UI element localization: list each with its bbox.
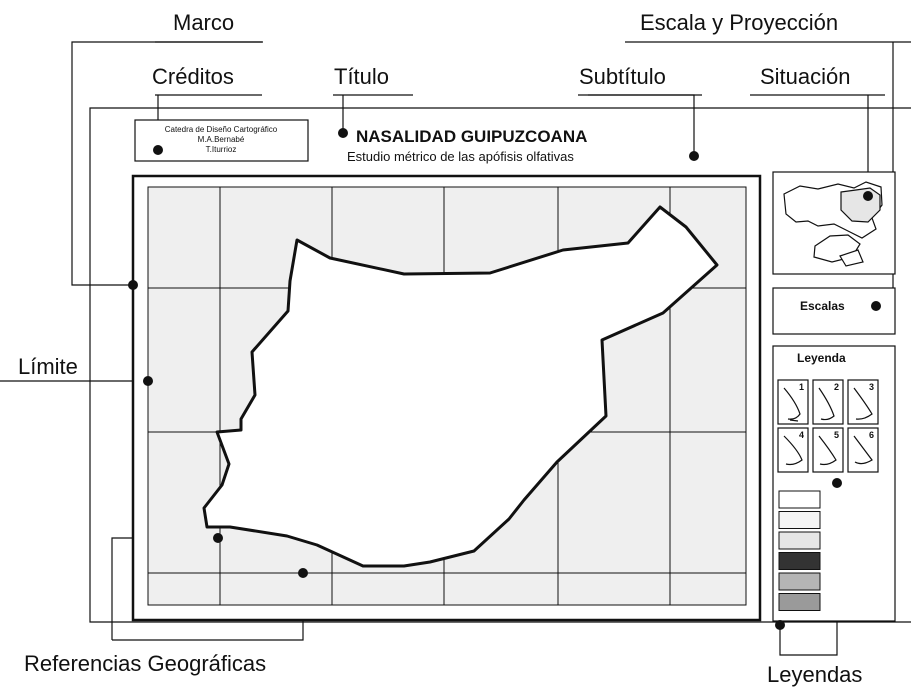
legend-swatch-6 [778,593,821,611]
dot-leyenda-icons [832,478,842,488]
legend-icon-5 [812,427,844,473]
dot-escalas [871,301,881,311]
leyenda-label: Leyenda [797,351,846,365]
legend-swatch-5 [778,572,821,591]
label-limite: Límite [18,354,78,379]
legend-num-2: 2 [834,382,839,392]
map-title: NASALIDAD GUIPUZCOANA [356,127,587,146]
legend-num-6: 6 [869,430,874,440]
label-creditos: Créditos [152,64,234,89]
legend-icon-6 [847,427,879,473]
leader-marco [71,41,263,286]
legend-swatch-4 [778,552,821,570]
label-titulo: Título [334,64,389,89]
legend-swatch-2 [778,511,821,529]
legend-num-5: 5 [834,430,839,440]
label-leyendas: Leyendas [767,662,862,687]
leader-subtitulo [588,94,695,156]
dot-referencias-2 [298,568,308,578]
dot-situacion [863,191,873,201]
label-situacion: Situación [760,64,851,89]
escalas-label: Escalas [800,299,845,313]
legend-icons: 1 2 3 4 5 6 [777,379,879,473]
dot-limite [143,376,153,386]
province-boundary [202,205,719,568]
leader-dots [128,128,881,630]
legend-icon-3 [847,379,879,425]
map-subtitle: Estudio métrico de las apófisis olfativa… [347,149,574,164]
escalas-box [772,287,896,335]
credits-line-2: M.A.Bernabé [198,135,245,144]
dot-subtitulo [689,151,699,161]
legend-swatch-3 [778,531,821,550]
legend-swatches [778,490,821,611]
legend-icon-1 [777,379,809,425]
legend-num-4: 4 [799,430,804,440]
credits-line-1: Catedra de Diseño Cartográfico [165,125,278,134]
legend-num-1: 1 [799,382,804,392]
label-marco: Marco [173,10,234,35]
legend-swatch-1 [778,490,821,509]
label-subtitulo: Subtítulo [579,64,666,89]
dot-creditos [153,145,163,155]
dot-referencias-1 [213,533,223,543]
label-escala-proyeccion: Escala y Proyección [640,10,838,35]
legend-num-3: 3 [869,382,874,392]
dot-leyendas [775,620,785,630]
dot-marco [128,280,138,290]
credits-line-3: T.Iturrioz [206,145,237,154]
credits-box [134,119,309,162]
label-referencias: Referencias Geográficas [24,651,266,676]
sheet-frame [89,107,911,623]
dot-titulo [338,128,348,138]
